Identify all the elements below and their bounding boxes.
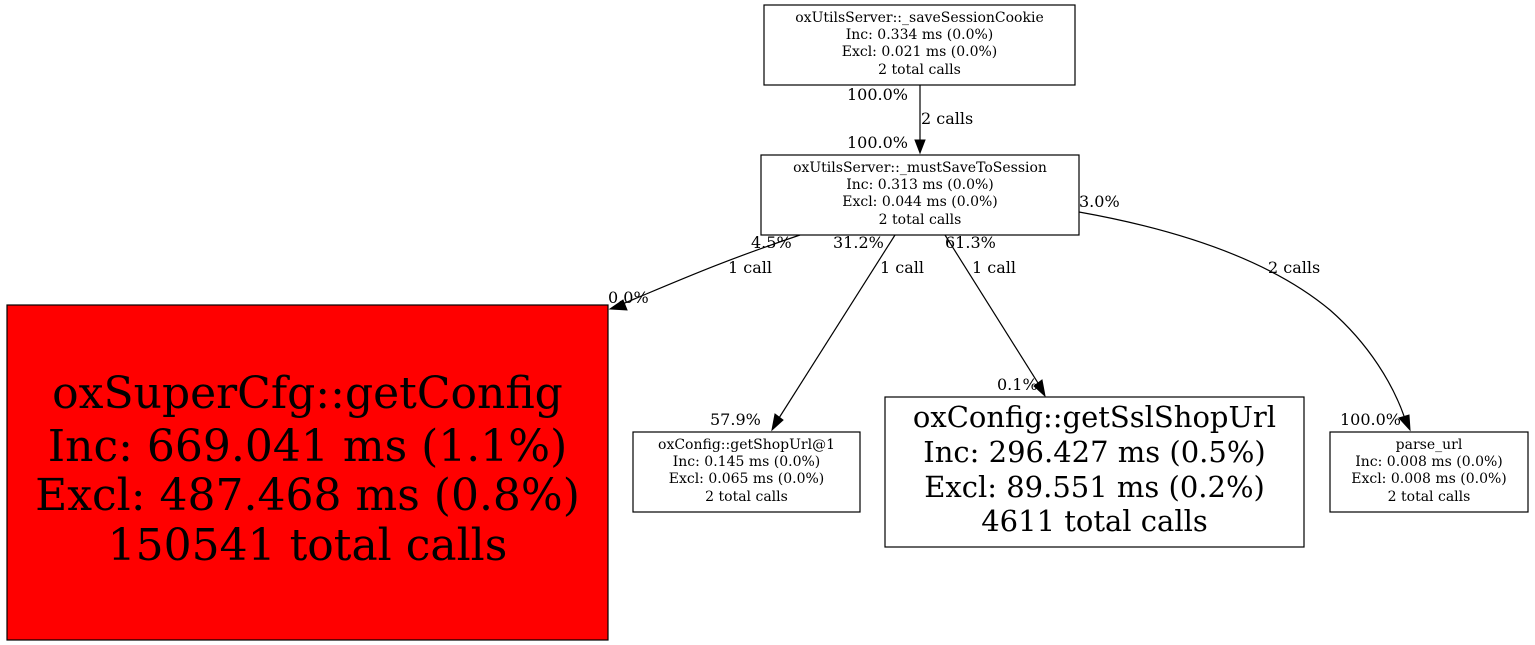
node-function-name: oxConfig::getSslShopUrl xyxy=(913,400,1276,434)
edge-tail-percent: 4.5% xyxy=(751,233,792,252)
node-inclusive-time: Inc: 0.008 ms (0.0%) xyxy=(1355,454,1503,470)
node-function-name: oxSuperCfg::getConfig xyxy=(52,368,563,419)
edge-call-count: 2 calls xyxy=(921,109,973,128)
edge-line xyxy=(778,234,896,419)
edge-call-count: 2 calls xyxy=(1268,258,1320,277)
node-box xyxy=(763,4,1076,86)
edge-tail-percent: 61.3% xyxy=(945,233,996,252)
node-inclusive-time: Inc: 0.334 ms (0.0%) xyxy=(846,27,994,43)
edge-call-count: 1 call xyxy=(972,258,1016,277)
edge-tail-percent: 3.0% xyxy=(1079,192,1120,211)
arrow-head xyxy=(914,139,926,155)
node-total-calls: 2 total calls xyxy=(878,62,961,78)
edge-line xyxy=(619,234,801,306)
node-inclusive-time: Inc: 0.313 ms (0.0%) xyxy=(846,177,994,193)
arrow-head xyxy=(608,299,628,311)
node-box xyxy=(760,154,1080,236)
node-mustsavetosession[interactable]: oxUtilsServer::_mustSaveToSession Inc: 0… xyxy=(760,154,1080,236)
node-box xyxy=(632,431,861,513)
node-function-name: oxUtilsServer::_saveSessionCookie xyxy=(795,10,1044,26)
node-inclusive-time: Inc: 296.427 ms (0.5%) xyxy=(923,435,1265,469)
edge-line xyxy=(1078,211,1405,417)
edge-line xyxy=(944,234,1039,384)
node-exclusive-time: Excl: 0.065 ms (0.0%) xyxy=(669,471,825,487)
edge-tail-percent: 31.2% xyxy=(833,233,884,252)
edge-tail-percent: 100.0% xyxy=(847,85,908,104)
edge-head-percent: 57.9% xyxy=(710,410,761,429)
edge-call-count: 1 call xyxy=(880,258,924,277)
node-inclusive-time: Inc: 669.041 ms (1.1%) xyxy=(48,421,568,472)
node-box xyxy=(6,304,609,641)
node-box xyxy=(884,396,1305,548)
node-total-calls: 150541 total calls xyxy=(108,520,508,571)
edge-mustsavetosession-to-getconfig[interactable]: 4.5% 1 call 0.0% xyxy=(608,233,801,311)
edge-head-percent: 0.1% xyxy=(997,375,1038,394)
edge-mustsavetosession-to-getsslshopurl[interactable]: 61.3% 1 call 0.1% xyxy=(944,233,1046,398)
edge-mustsavetosession-to-parseurl[interactable]: 3.0% 2 calls 100.0% xyxy=(1078,192,1411,432)
edge-head-percent: 100.0% xyxy=(847,133,908,152)
edge-call-count: 1 call xyxy=(728,258,772,277)
node-function-name: parse_url xyxy=(1396,437,1463,453)
node-total-calls: 2 total calls xyxy=(879,212,962,228)
node-total-calls: 2 total calls xyxy=(1388,489,1471,505)
arrow-head xyxy=(1398,414,1411,432)
node-exclusive-time: Excl: 487.468 ms (0.8%) xyxy=(35,470,580,521)
node-getconfig[interactable]: oxSuperCfg::getConfig Inc: 669.041 ms (1… xyxy=(6,304,609,641)
edge-mustsavetosession-to-getshopurl[interactable]: 31.2% 1 call 57.9% xyxy=(710,233,924,432)
node-inclusive-time: Inc: 0.145 ms (0.0%) xyxy=(673,454,821,470)
node-function-name: oxConfig::getShopUrl@1 xyxy=(658,437,835,453)
edge-head-percent: 100.0% xyxy=(1340,410,1401,429)
node-exclusive-time: Excl: 89.551 ms (0.2%) xyxy=(924,470,1265,504)
node-savesessioncookie[interactable]: oxUtilsServer::_saveSessionCookie Inc: 0… xyxy=(763,4,1076,86)
node-exclusive-time: Excl: 0.008 ms (0.0%) xyxy=(1351,471,1507,487)
node-box xyxy=(1329,431,1529,513)
node-exclusive-time: Excl: 0.044 ms (0.0%) xyxy=(842,194,998,210)
node-total-calls: 2 total calls xyxy=(705,489,788,505)
node-parseurl[interactable]: parse_url Inc: 0.008 ms (0.0%) Excl: 0.0… xyxy=(1329,431,1529,513)
edge-savesessioncookie-to-mustsavetosession[interactable]: 100.0% 2 calls 100.0% xyxy=(847,85,973,155)
edge-head-percent: 0.0% xyxy=(608,288,649,307)
node-getsslshopurl[interactable]: oxConfig::getSslShopUrl Inc: 296.427 ms … xyxy=(884,396,1305,548)
node-total-calls: 4611 total calls xyxy=(981,504,1208,538)
arrow-head xyxy=(771,413,784,432)
arrow-head xyxy=(1033,379,1046,398)
node-function-name: oxUtilsServer::_mustSaveToSession xyxy=(793,160,1047,176)
node-exclusive-time: Excl: 0.021 ms (0.0%) xyxy=(842,44,998,60)
node-getshopurl[interactable]: oxConfig::getShopUrl@1 Inc: 0.145 ms (0.… xyxy=(632,431,861,513)
